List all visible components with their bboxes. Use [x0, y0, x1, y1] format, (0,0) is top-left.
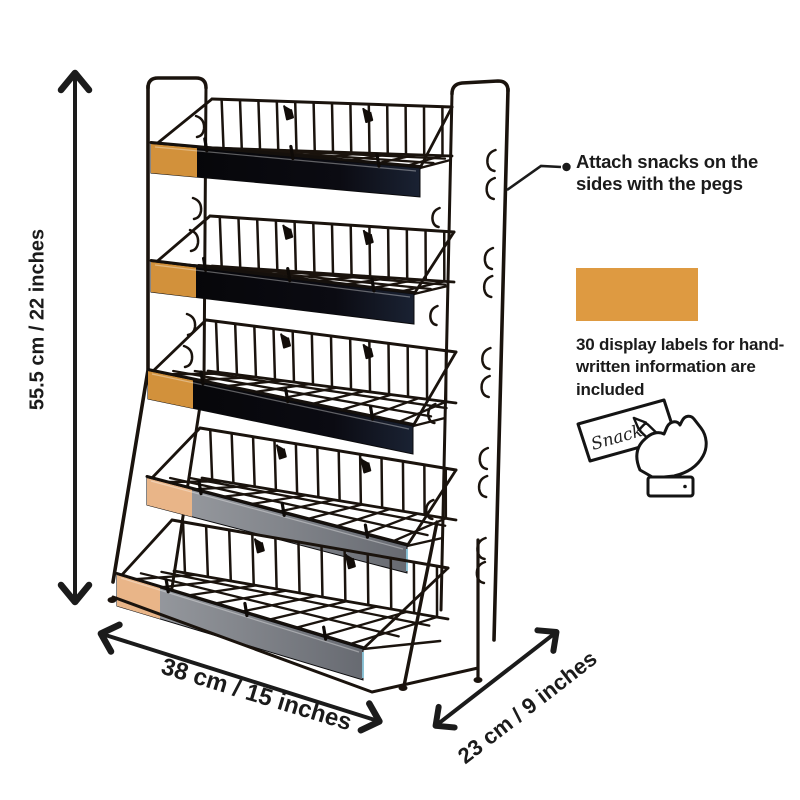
side-pegs: [182, 114, 497, 585]
display-label-swatch: [576, 268, 698, 321]
wire-rack: [107, 76, 510, 694]
label-strip-orange-tab: [151, 144, 197, 178]
shelf-1: [149, 97, 454, 198]
label-strip-orange-tab: [147, 478, 192, 517]
leader-dot: [562, 162, 571, 172]
label-strip-orange-tab: [151, 262, 196, 298]
depth-dimension-arrow: [432, 627, 560, 731]
label-strip-orange-tab: [117, 575, 160, 619]
shelf-3: [146, 318, 458, 455]
rack-legs: [111, 520, 480, 694]
labels-callout-text: 30 display labels for hand-written infor…: [576, 335, 785, 399]
hand-writing-label-icon: Snack: [576, 398, 708, 498]
pegs-leader-line: [506, 162, 571, 192]
hand-icon: [635, 414, 708, 480]
label-strip-orange-tab: [148, 371, 193, 409]
shelf-2: [149, 214, 456, 325]
height-dimension-arrow: [57, 69, 93, 606]
width-dimension-arrow: [97, 621, 383, 734]
cuff-icon: [646, 475, 695, 498]
pegs-callout-text: Attach snacks on the sides with the pegs: [576, 151, 759, 194]
height-dimension-label: 55.5 cm / 22 inches: [26, 228, 49, 411]
shelf-5: [115, 518, 450, 681]
